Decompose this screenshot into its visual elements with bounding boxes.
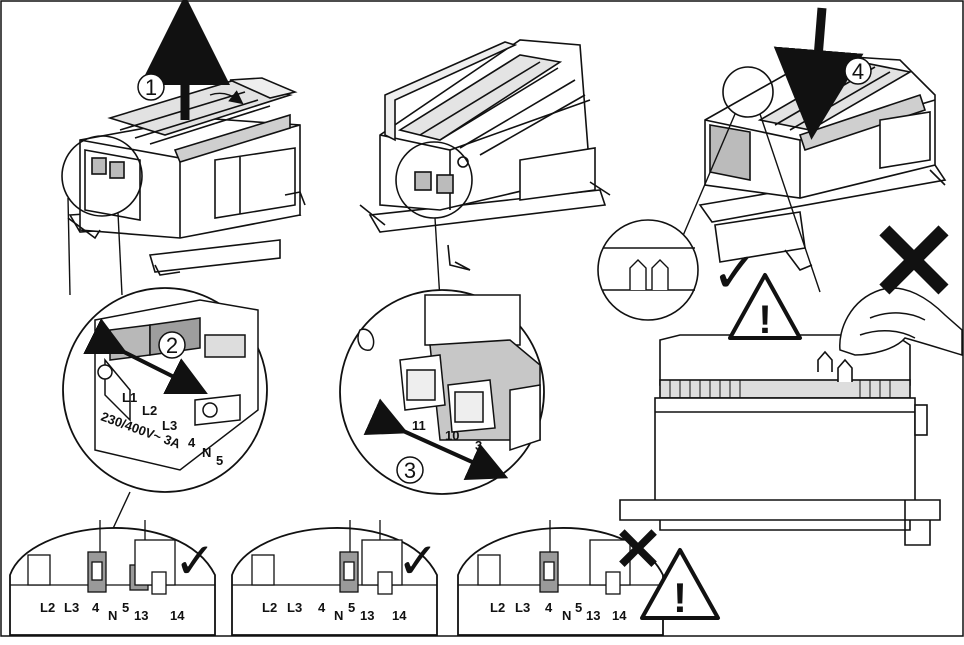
correct-mark-2: ✓: [397, 533, 439, 589]
svg-text:4: 4: [188, 435, 196, 450]
svg-text:14: 14: [612, 608, 627, 623]
zoom-marker-1: [61, 135, 143, 217]
svg-text:L3: L3: [162, 418, 177, 433]
svg-text:4: 4: [545, 600, 553, 615]
svg-text:1: 1: [145, 75, 157, 100]
svg-text:L3: L3: [287, 600, 302, 615]
svg-text:L1: L1: [122, 390, 137, 405]
svg-text:13: 13: [360, 608, 374, 623]
zoom-marker-2: [395, 141, 473, 219]
svg-text:!: !: [673, 574, 687, 621]
slide-arrow: [209, 90, 244, 105]
step-badge-4: 4: [844, 57, 872, 85]
svg-text:!: !: [758, 298, 771, 342]
svg-text:N: N: [202, 445, 211, 460]
svg-text:5: 5: [575, 600, 582, 615]
svg-text:5: 5: [216, 453, 223, 468]
svg-text:10: 10: [445, 428, 459, 443]
svg-text:4: 4: [318, 600, 326, 615]
correct-mark-latch: ✓: [712, 241, 759, 304]
svg-text:2: 2: [166, 333, 178, 358]
wrong-mark-terminal: ✕: [613, 516, 663, 583]
svg-text:5: 5: [348, 600, 355, 615]
wrong-mark-hand: ✕: [868, 201, 960, 324]
svg-text:L3: L3: [515, 600, 530, 615]
module-2-drawing: [359, 39, 611, 271]
correct-mark-1: ✓: [174, 533, 216, 589]
svg-text:N: N: [334, 608, 343, 623]
svg-text:L2: L2: [262, 600, 277, 615]
step-badge-1: 1: [137, 73, 165, 101]
zoom-detail-3: 11 10 3: [339, 289, 545, 495]
svg-text:L3: L3: [64, 600, 79, 615]
svg-text:3: 3: [404, 458, 416, 483]
hand-icon: [839, 287, 963, 357]
zoom-detail-2: L1 L2 L3 4 N 5 230/400V~ 3A: [62, 287, 268, 493]
svg-text:4: 4: [92, 600, 100, 615]
terminal-detail-2: L2 L3 4 N 5 13 14: [231, 520, 438, 636]
step-badge-3: 3: [396, 456, 424, 484]
warning-icon-lower: !: [640, 548, 720, 621]
svg-text:14: 14: [170, 608, 185, 623]
svg-text:L2: L2: [40, 600, 55, 615]
press-arrow: [773, 7, 864, 140]
svg-text:L2: L2: [142, 403, 157, 418]
svg-text:4: 4: [852, 59, 864, 84]
svg-text:N: N: [562, 608, 571, 623]
svg-text:11: 11: [412, 418, 426, 433]
zoom-marker-4: [722, 66, 774, 118]
step-badge-2: 2: [158, 331, 186, 359]
zoom-leader-2: [434, 217, 441, 301]
unit-side-view: [619, 334, 941, 546]
latch-detail: [597, 219, 699, 321]
svg-text:13: 13: [134, 608, 148, 623]
module-1-drawing: [67, 77, 306, 276]
svg-text:13: 13: [586, 608, 600, 623]
svg-text:5: 5: [122, 600, 129, 615]
zoom-leader-1: [117, 212, 123, 296]
svg-text:L2: L2: [490, 600, 505, 615]
warning-icon-upper: !: [728, 273, 802, 342]
terminal-detail-1: L2 L3 4 N 5 13 14: [9, 520, 216, 636]
svg-text:14: 14: [392, 608, 407, 623]
svg-text:3: 3: [475, 438, 482, 453]
svg-text:N: N: [108, 608, 117, 623]
terminal-detail-3: L2 L3 4 N 5 13 14: [457, 520, 664, 636]
